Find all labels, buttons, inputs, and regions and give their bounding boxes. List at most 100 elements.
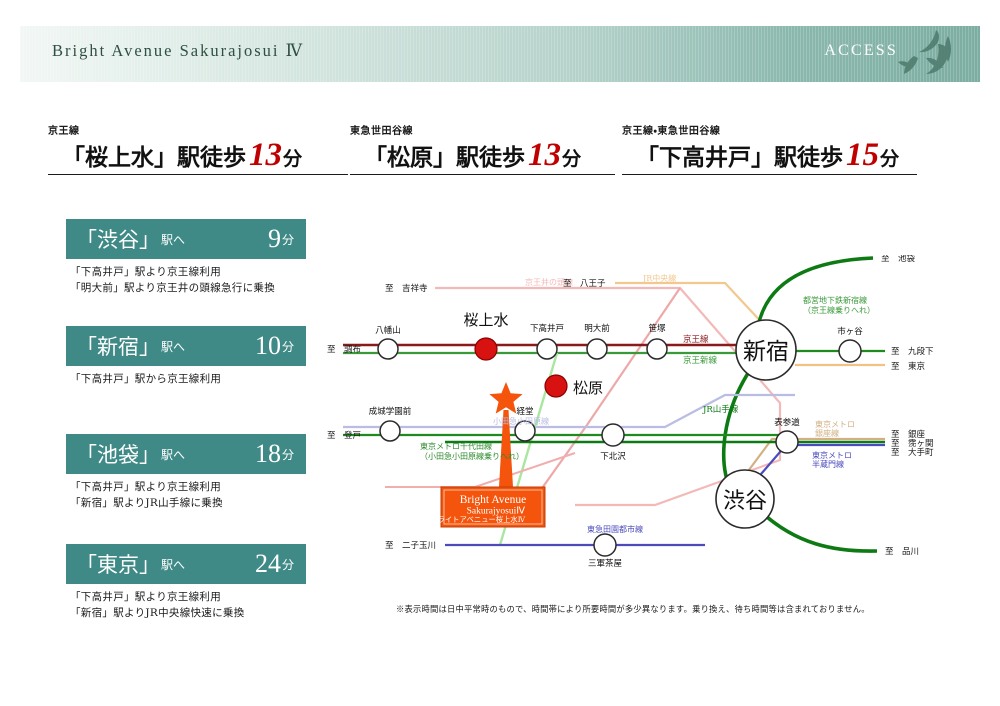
- page-header: Bright Avenue Sakurajosui Ⅳ ACCESS: [20, 26, 980, 82]
- line-label-inokashira: 京王井の頭線: [525, 277, 573, 287]
- walk-heading-2: 京王線・東急世田谷線 「下高井戸」駅徒歩 15 分: [622, 122, 917, 175]
- terminal-tokyo: 至 東京: [891, 361, 926, 372]
- destination-bar: 「東京」 駅へ 24 分: [66, 544, 306, 584]
- terminal-kichijoji: 至 吉祥寺: [385, 283, 428, 294]
- property-title-en1: Bright Avenue: [460, 494, 527, 506]
- destination-notes: 「下高井戸」駅より京王線利用 「新宿」駅よりJR山手線に乗換: [66, 479, 306, 512]
- station-ichigaya[interactable]: 市ヶ谷: [837, 326, 863, 363]
- destination-minutes: 10: [254, 331, 281, 360]
- destination-suffix: 駅へ: [161, 339, 186, 354]
- destination-card-shibuya: 「渋谷」 駅へ 9 分 「下高井戸」駅より京王線利用 「明大前」駅より京王井の頭…: [66, 219, 306, 297]
- destination-note: 「下高井戸」駅より京王線利用: [70, 591, 221, 603]
- station-label: 明大前: [584, 323, 610, 334]
- terminal-noborito: 至 登戸: [327, 430, 361, 441]
- station-label: 笹塚: [648, 323, 666, 334]
- station-meidaimae[interactable]: 明大前: [584, 323, 610, 360]
- destination-unit: 分: [281, 232, 294, 247]
- station-shimokitazawa[interactable]: 下北沢: [600, 423, 626, 462]
- walk-unit: 分: [283, 148, 303, 170]
- destination-note: 「下高井戸」駅より京王線利用: [70, 481, 221, 493]
- walk-unit: 分: [562, 148, 582, 170]
- line-label-denentoshi: 東急田園都市線: [587, 524, 643, 534]
- line-tokyu-denentoshi: [445, 543, 705, 547]
- line-label-keio-new: 京王新線: [683, 355, 718, 366]
- walk-station: 「松原」駅徒歩: [364, 144, 525, 171]
- section-title: ACCESS: [824, 42, 898, 59]
- station-label: 八幡山: [375, 325, 401, 336]
- station-shimotakaido[interactable]: 下高井戸: [530, 323, 564, 360]
- station-kyodo[interactable]: 経堂: [514, 406, 536, 442]
- map-footnote: ※表示時間は日中平常時のもので、時間帯により所要時間が多少異なります。乗り換え、…: [396, 604, 870, 614]
- station-label: 下高井戸: [530, 323, 564, 334]
- station-label: 表参道: [774, 417, 800, 428]
- line-label-toei-shinjuku: 都営地下鉄新宿線: [803, 295, 867, 305]
- terminal-kasumigaseki: 至 霃ヶ関: [891, 439, 934, 449]
- line-label-odakyu: 小田急小田原線: [493, 416, 549, 426]
- walk-minutes: 13: [249, 137, 282, 173]
- line-label-hanzomon: 東京メトロ: [812, 450, 852, 460]
- line-label-ginza-2: 銀座線: [815, 428, 839, 438]
- walk-underline: [350, 174, 615, 175]
- station-sangenjaya[interactable]: 三軍茶屋: [588, 533, 623, 569]
- line-label-ginza: 東京メトロ: [815, 419, 855, 429]
- walk-heading-1: 東急世田谷線 「松原」駅徒歩 13 分: [350, 122, 615, 175]
- terminal-ginza: 至 銀座: [891, 429, 926, 440]
- line-label-jr-chuo: JR中央線: [642, 273, 676, 283]
- leaf-vine-icon: [898, 30, 951, 74]
- hub-label-shibuya: 渋谷: [723, 489, 767, 514]
- walk-station: 「下高井戸」駅徒歩: [636, 144, 843, 171]
- destination-minutes: 9: [267, 224, 281, 253]
- station-sakurajosui-highlight[interactable]: 桜上水: [463, 311, 509, 361]
- destination-name: 「池袋」: [76, 443, 160, 467]
- line-label-toei-shinjuku-note: （京王線乗りへれ）: [803, 305, 875, 315]
- property-marker-box[interactable]: Bright Avenue SakurajyosuiⅣ ブライトアベニュー桜上水…: [430, 486, 546, 528]
- line-label-hanzomon-2: 半蔵門線: [812, 459, 844, 469]
- destination-note: 「下高井戸」駅より京王線利用: [70, 266, 221, 278]
- walk-heading-0: 京王線 「桜上水」駅徒歩 13 分: [48, 122, 348, 175]
- destination-unit: 分: [281, 557, 294, 572]
- destination-suffix: 駅へ: [161, 447, 186, 462]
- destination-notes: 「下高井戸」駅より京王線利用 「新宿」駅よりJR中央線快速に乗換: [66, 589, 306, 622]
- destination-suffix: 駅へ: [161, 557, 186, 572]
- station-label-sakurajosui: 桜上水: [463, 311, 508, 329]
- destination-card-shinjuku: 「新宿」 駅へ 10 分 「下高井戸」駅から京王線利用: [66, 326, 306, 387]
- terminal-otemachi: 至 大手町: [891, 447, 934, 458]
- station-label-matsubara: 松原: [573, 379, 603, 397]
- station-matsubara-highlight[interactable]: 松原: [544, 374, 603, 398]
- terminal-shinagawa: 至 品川: [885, 547, 919, 557]
- destination-name: 「渋谷」: [76, 228, 160, 252]
- line-label-chiyoda: 東京メトロ千代田線: [420, 441, 492, 451]
- destination-minutes: 18: [254, 439, 281, 468]
- property-star-icon: [489, 382, 523, 414]
- destination-unit: 分: [281, 339, 294, 354]
- station-label: 経堂: [516, 406, 533, 417]
- hub-shinjuku[interactable]: 新宿: [735, 319, 797, 381]
- station-sasazuka[interactable]: 笹塚: [646, 323, 668, 360]
- destination-minutes: 24: [254, 549, 281, 578]
- property-title-en2: SakurajyosuiⅣ: [467, 507, 527, 517]
- walk-line-name: 京王線・東急世田谷線: [622, 126, 721, 137]
- walk-unit: 分: [880, 148, 900, 170]
- terminal-futakotamagawa: 至 二子玉川: [385, 541, 436, 551]
- terminal-ikebukuro: 至 池袋: [881, 255, 916, 264]
- station-hachimanyama[interactable]: 八幡山: [375, 325, 401, 360]
- line-label-yamanote: JR山手線: [702, 404, 739, 415]
- hub-shibuya[interactable]: 渋谷: [715, 469, 775, 529]
- walk-line-name: 京王線: [48, 126, 80, 137]
- line-toei-shinjuku-arc: [755, 256, 874, 334]
- destination-notes: 「下高井戸」駅より京王線利用 「明大前」駅より京王井の頭線急行に乗換: [66, 264, 306, 297]
- station-label: 成城学園前: [369, 406, 412, 417]
- property-title-ja: ブライトアベニュー桜上水Ⅳ: [430, 515, 525, 524]
- destination-name: 「新宿」: [76, 335, 160, 359]
- destination-card-tokyo: 「東京」 駅へ 24 分 「下高井戸」駅より京王線利用 「新宿」駅よりJR中央線…: [66, 544, 306, 622]
- station-omotesando[interactable]: 表参道: [774, 417, 800, 454]
- destination-note: 「新宿」駅よりJR中央線快速に乗換: [70, 607, 245, 620]
- destination-name: 「東京」: [76, 553, 160, 577]
- terminal-kudanshita: 至 九段下: [891, 346, 934, 357]
- station-seijogakuenmae[interactable]: 成城学園前: [369, 406, 412, 442]
- station-label: 三軍茶屋: [588, 558, 623, 569]
- line-label-keio: 京王線: [683, 334, 709, 345]
- walk-underline: [48, 174, 348, 175]
- destination-bar: 「池袋」 駅へ 18 分: [66, 434, 306, 474]
